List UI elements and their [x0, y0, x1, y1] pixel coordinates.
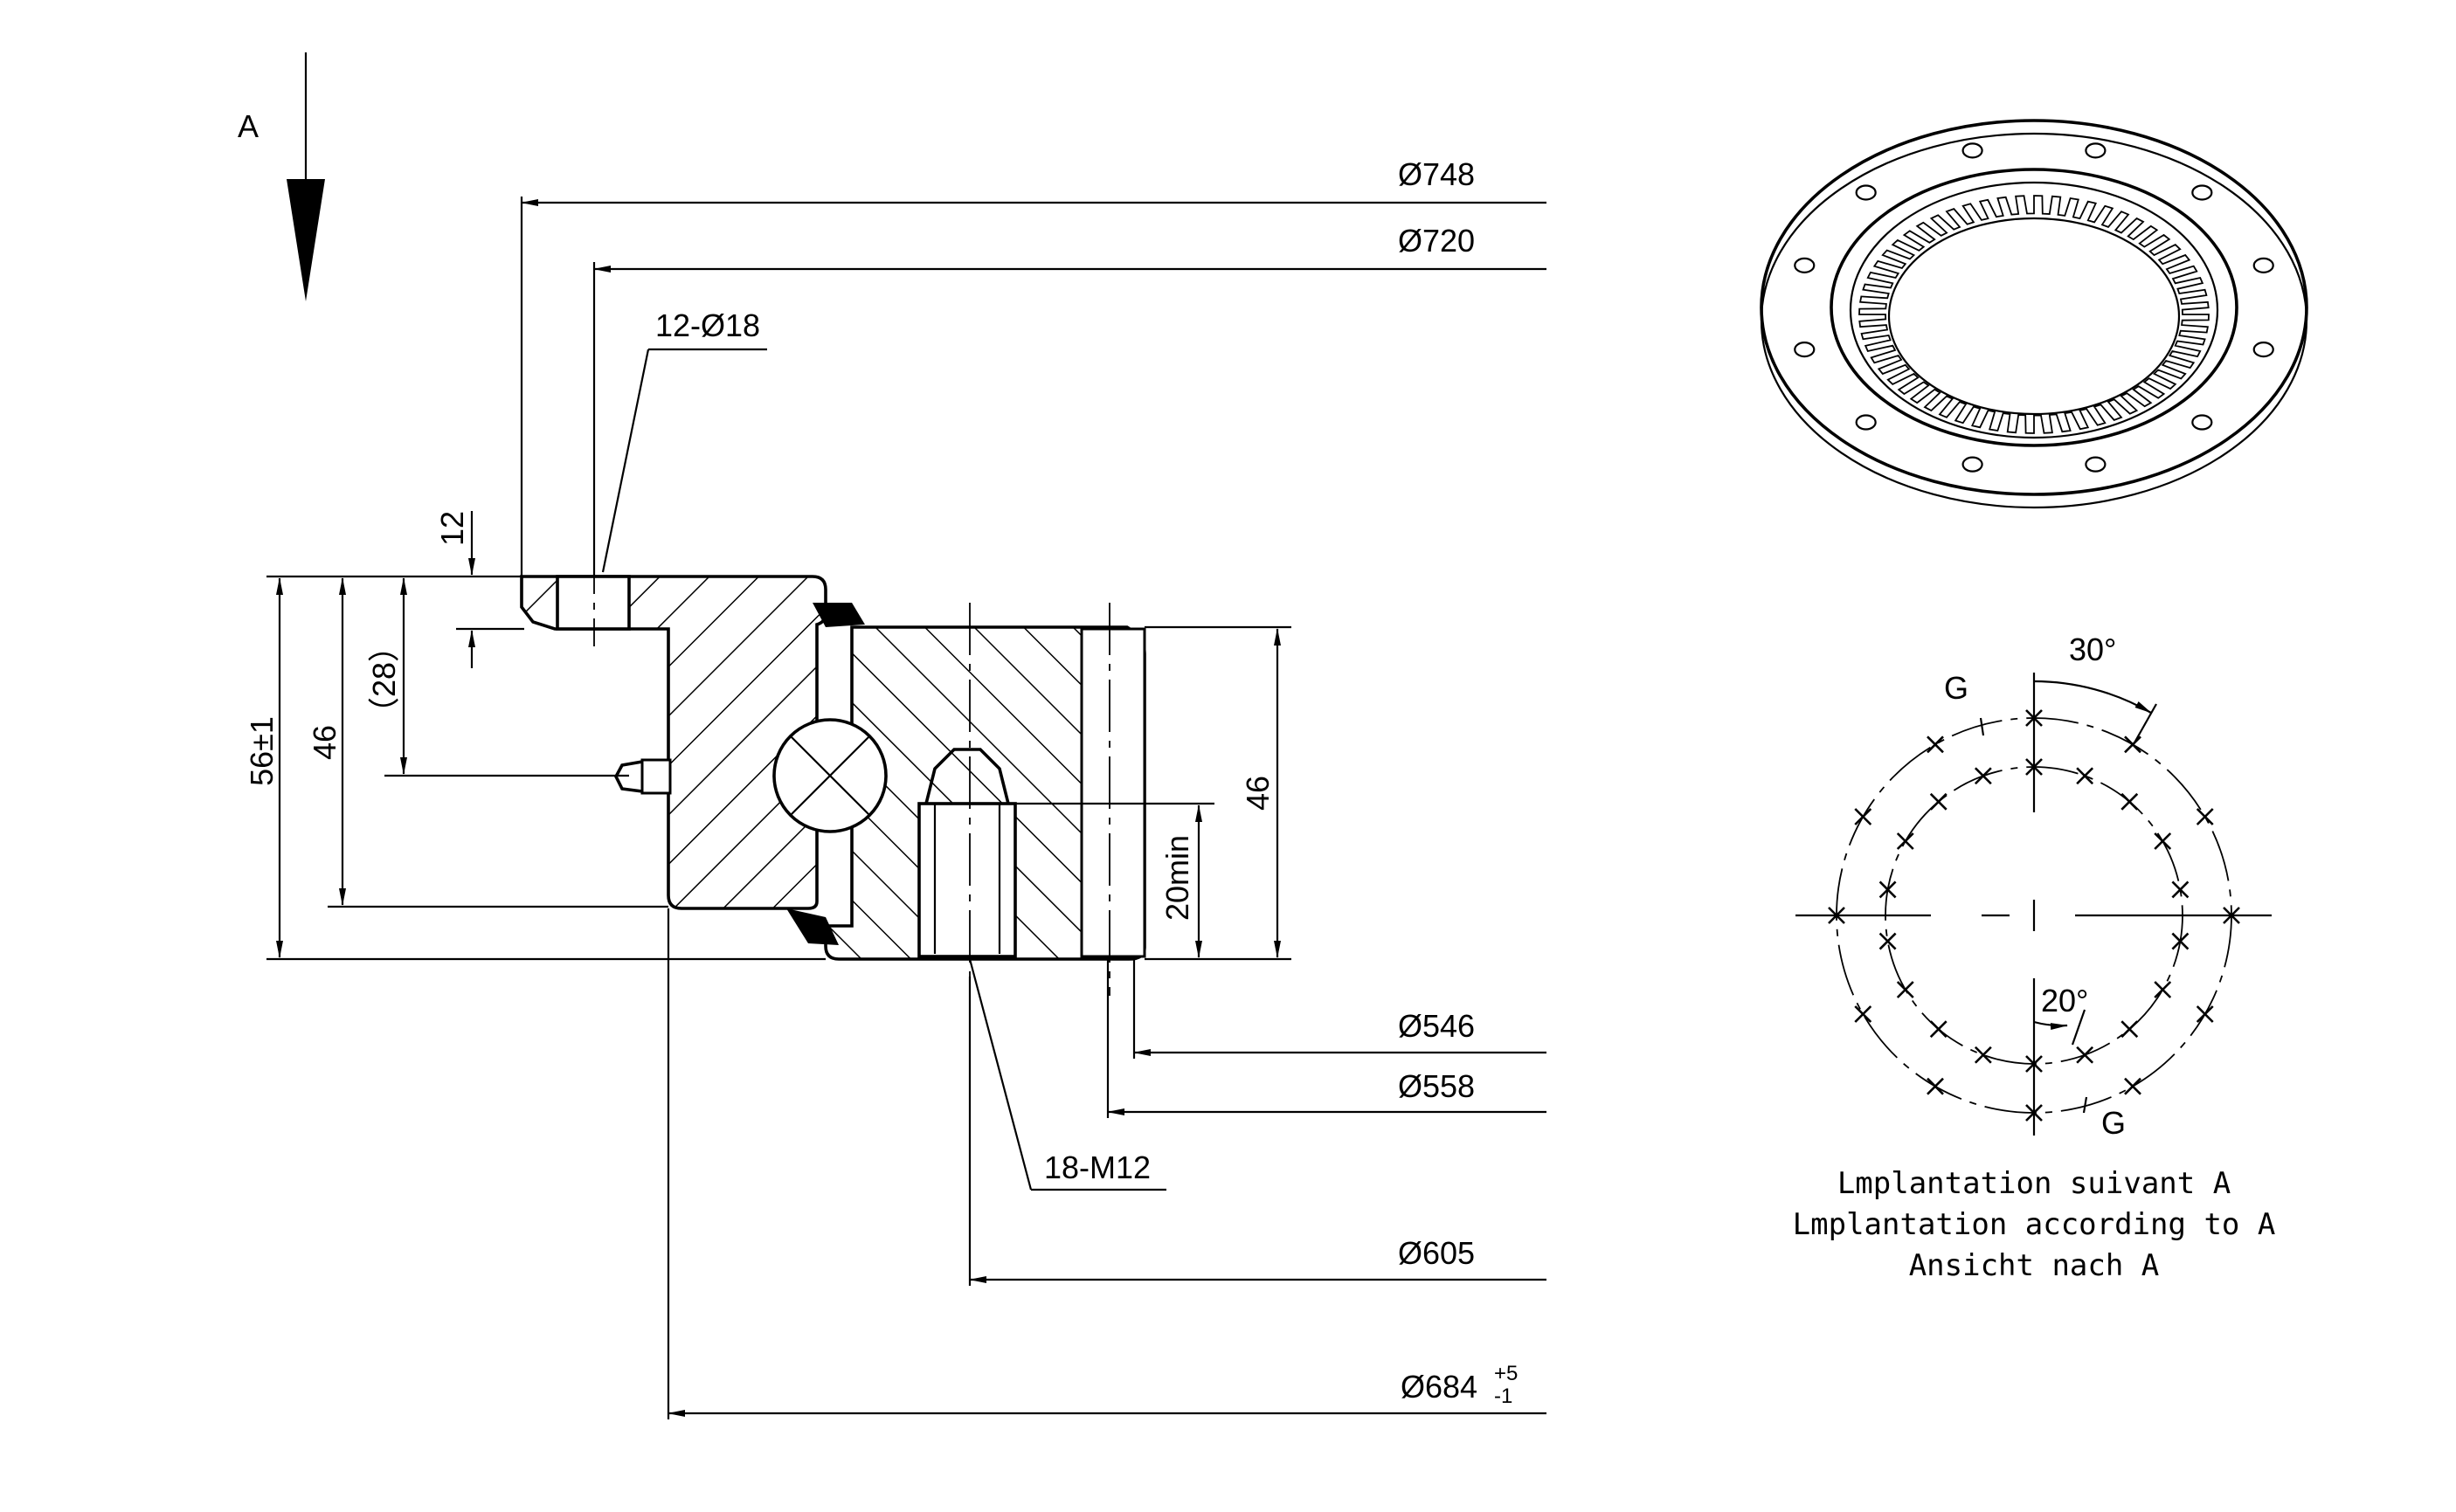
outer-hole-marks — [1828, 709, 2240, 1122]
diameter-dimensions: Ø748 Ø720 12-Ø18 Ø546 Ø558 18-M12 Ø605 Ø… — [520, 156, 1546, 1419]
gear-teeth — [1858, 195, 2210, 434]
caption-de: Ansicht nach A — [1909, 1248, 2160, 1283]
dim-d605: Ø605 — [1398, 1235, 1475, 1271]
hole-mark — [2025, 1104, 2043, 1122]
hole-mark — [2124, 735, 2141, 754]
hole-mark — [1927, 735, 1944, 754]
dim-holes: 12-Ø18 — [655, 307, 760, 343]
dim-thread-depth: 20min — [1159, 835, 1195, 921]
hole-mark — [1927, 1077, 1944, 1095]
hole-mark — [1974, 767, 1992, 785]
hole-mark — [2154, 832, 2172, 850]
caption-en: Lmplantation according to A — [1793, 1207, 2276, 1242]
flange-hole — [1961, 456, 1983, 473]
caption-fr: Lmplantation suivant A — [1837, 1166, 2231, 1201]
hole-mark — [2124, 1077, 2141, 1095]
flange-hole — [2191, 184, 2213, 201]
gear-tooth-profile — [1858, 195, 2210, 434]
hole-mark — [2025, 709, 2043, 727]
flange-hole — [2252, 342, 2274, 358]
hole-mark — [2076, 767, 2094, 785]
dim-threads: 18-M12 — [1044, 1150, 1151, 1185]
outer-ring — [520, 575, 827, 910]
dim-d720: Ø720 — [1398, 223, 1475, 259]
dim-h56: 56±1 — [244, 716, 280, 786]
gear-teeth-zone — [1080, 627, 1146, 958]
dim-d748: Ø748 — [1398, 156, 1475, 192]
hole-mark — [1854, 1005, 1872, 1023]
hole-mark — [1896, 832, 1914, 850]
isometric-view — [1760, 119, 2308, 509]
bearing-cross-section — [520, 542, 1146, 996]
flange-hole — [1855, 414, 1877, 431]
flange-hole — [2085, 142, 2107, 159]
dim-d684-lower: -1 — [1494, 1384, 1512, 1408]
dim-h12: 12 — [434, 511, 470, 546]
dim-d684-upper: +5 — [1494, 1362, 1518, 1385]
dim-h46-right: 46 — [1240, 776, 1276, 811]
dim-h46-left: 46 — [307, 725, 342, 760]
dim-d558: Ø558 — [1398, 1068, 1475, 1104]
hole-mark — [1974, 1046, 1992, 1064]
upper-seal — [813, 603, 865, 627]
hole-mark — [1854, 808, 1872, 825]
hole-mark — [1878, 880, 1897, 899]
hole-mark — [2171, 880, 2190, 899]
tapped-hole — [917, 802, 1017, 958]
angle-outer: 30° — [2069, 632, 2116, 667]
dim-h28: （28） — [366, 631, 402, 728]
flange-holes — [1794, 142, 2274, 473]
hole-mark — [2154, 981, 2172, 998]
height-dimensions: 56±1 46 （28） 12 46 20min — [244, 511, 1291, 961]
flange-hole — [1794, 257, 1816, 273]
view-label: A — [238, 108, 259, 144]
hole-mark — [2196, 808, 2214, 825]
flange-hole — [2191, 414, 2213, 431]
hole-mark — [2025, 758, 2043, 776]
dim-d546: Ø546 — [1398, 1008, 1475, 1044]
hole-mark — [2025, 1055, 2043, 1073]
hole-mark — [1929, 792, 1948, 811]
angle-inner: 20° — [2041, 983, 2088, 1018]
grease-point-bottom: G — [2101, 1105, 2126, 1141]
view-arrow: A — [238, 52, 325, 301]
dim-d684: Ø684 — [1401, 1369, 1477, 1405]
inner-hole-marks — [1878, 758, 2190, 1073]
flange-hole — [1961, 142, 1983, 159]
flange-hole — [1855, 184, 1877, 201]
hole-mark — [1828, 907, 1845, 924]
flange-hole — [1794, 342, 1816, 358]
hole-mark — [1929, 1020, 1948, 1039]
grease-point-top: G — [1944, 670, 1968, 706]
hole-mark — [2223, 907, 2240, 924]
hole-mark — [1878, 932, 1897, 950]
lower-seal — [786, 908, 839, 945]
hole-mark — [1896, 981, 1914, 998]
flange-hole — [2252, 257, 2274, 273]
hole-mark — [2120, 1020, 2139, 1039]
hole-mark — [2171, 932, 2190, 950]
flange-hole — [2085, 456, 2107, 473]
hole-mark — [2120, 792, 2139, 811]
hole-mark — [2076, 1046, 2094, 1064]
hole-mark — [2196, 1005, 2214, 1023]
hole-pattern: 30° 20° G G Lmplantation suivant A Lmpla… — [1793, 632, 2276, 1283]
outer-ring-bolt-hole — [556, 575, 631, 631]
